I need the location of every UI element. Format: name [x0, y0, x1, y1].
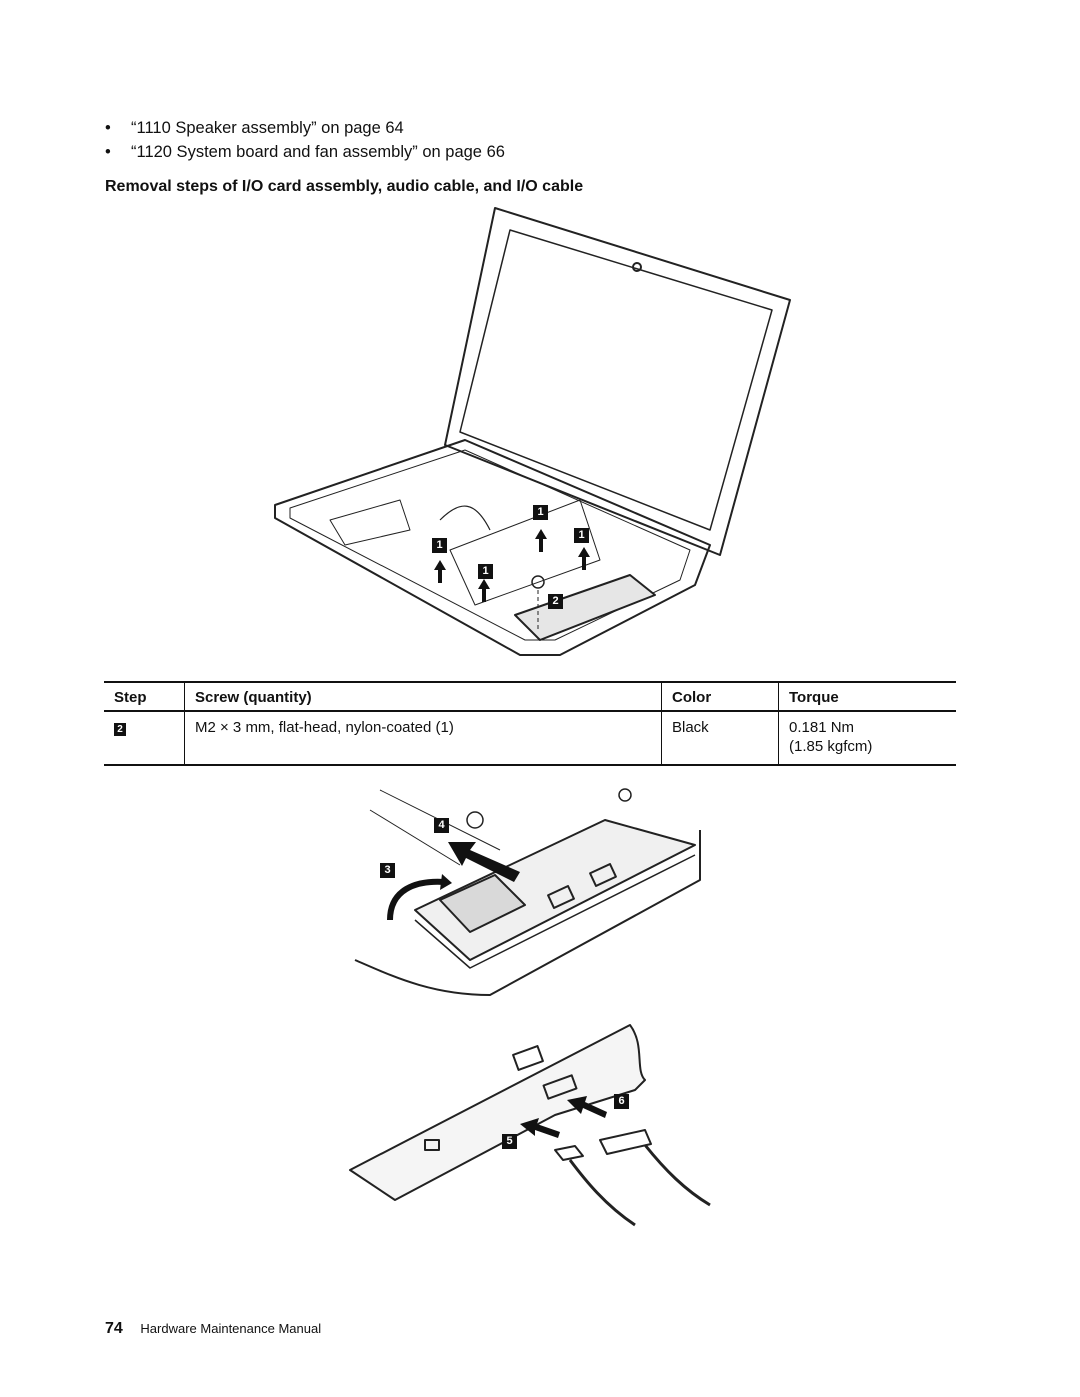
torque-nm: 0.181 Nm	[789, 719, 855, 736]
io-card-cable-drawing	[349, 1024, 711, 1227]
callout-1: 1	[432, 538, 447, 553]
manual-title: Hardware Maintenance Manual	[140, 1321, 322, 1336]
callout-1: 1	[478, 564, 493, 579]
step-cell: 2	[104, 711, 185, 766]
reference-item: “1110 Speaker assembly” on page 64	[105, 116, 505, 140]
page-number: 74	[105, 1320, 123, 1337]
laptop-removal-illustration: 1 1 1 1 2	[260, 200, 800, 670]
io-card-drawing	[354, 788, 701, 996]
cable-disconnect-illustration: 6 5	[345, 1020, 725, 1230]
color-cell: Black	[661, 711, 779, 766]
callout-1: 1	[574, 528, 589, 543]
torque-kgfcm: (1.85 kgfcm)	[789, 738, 873, 755]
laptop-drawing	[274, 207, 791, 656]
section-title: Removal steps of I/O card assembly, audi…	[105, 178, 584, 195]
callout-3: 3	[380, 863, 395, 878]
page-footer: 74 Hardware Maintenance Manual	[105, 1320, 321, 1338]
callout-2: 2	[548, 594, 563, 609]
io-card-lift-illustration: 4 3	[350, 770, 710, 1005]
step-callout-2: 2	[114, 723, 126, 736]
header-color: Color	[661, 681, 779, 712]
torque-cell: 0.181 Nm (1.85 kgfcm)	[778, 711, 956, 766]
header-screw: Screw (quantity)	[184, 681, 662, 712]
callout-6: 6	[614, 1094, 629, 1109]
table-row: 2 M2 × 3 mm, flat-head, nylon-coated (1)…	[104, 711, 956, 766]
callout-5: 5	[502, 1134, 517, 1149]
reference-item: “1120 System board and fan assembly” on …	[105, 140, 505, 164]
screw-cell: M2 × 3 mm, flat-head, nylon-coated (1)	[184, 711, 662, 766]
callout-1: 1	[533, 505, 548, 520]
table-header-row: Step Screw (quantity) Color Torque	[104, 681, 956, 712]
header-step: Step	[104, 681, 185, 712]
screw-specification-table: Step Screw (quantity) Color Torque 2 M2 …	[104, 681, 956, 766]
callout-4: 4	[434, 818, 449, 833]
reference-list: “1110 Speaker assembly” on page 64 “1120…	[105, 116, 505, 164]
header-torque: Torque	[778, 681, 956, 712]
